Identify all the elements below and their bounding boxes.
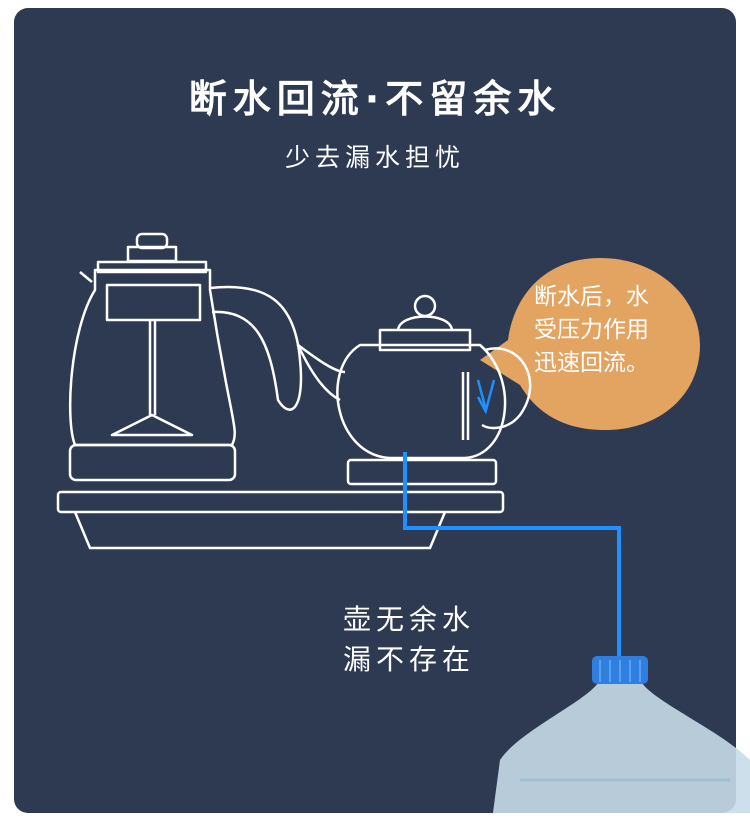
tray	[56, 490, 505, 514]
small-teapot	[336, 343, 507, 460]
callout-line: 受压力作用	[534, 317, 649, 343]
caption: 壶无余水 漏不存在	[343, 600, 475, 680]
large-kettle	[68, 268, 237, 447]
callout-line: 断水后，水	[534, 284, 649, 310]
water-bottle	[490, 656, 750, 835]
subheadline: 少去漏水担忧	[284, 143, 465, 172]
caption-line: 壶无余水	[343, 603, 476, 636]
callout-line: 迅速回流。	[534, 350, 649, 376]
callout-text: 断水后，水 受压力作用 迅速回流。	[534, 281, 674, 380]
callout-bubble	[480, 258, 700, 430]
headline: 断水回流·不留余水	[188, 77, 562, 121]
water-return-pipe	[403, 452, 621, 665]
caption-line: 漏不存在	[343, 643, 476, 676]
